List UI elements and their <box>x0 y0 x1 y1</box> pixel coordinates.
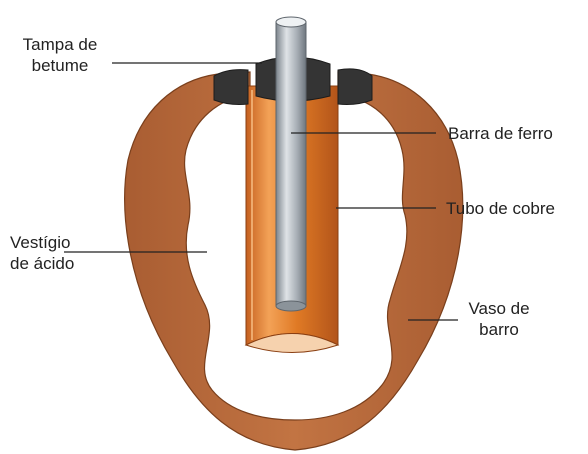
label-vaso-de-barro: Vaso de barro <box>462 298 536 340</box>
bitumen-stopper-left <box>214 70 248 105</box>
label-vaso-line2: barro <box>462 319 536 340</box>
bitumen-stopper-right <box>338 69 372 105</box>
label-vestigio-line2: de ácido <box>10 253 74 274</box>
label-vestigio-line1: Vestígio <box>10 232 74 253</box>
label-tampa-line1: Tampa de <box>6 34 114 55</box>
label-tubo-de-cobre: Tubo de cobre <box>446 198 555 219</box>
iron-rod <box>276 17 306 311</box>
label-tampa-de-betume: Tampa de betume <box>6 34 114 76</box>
iron-rod-bottom <box>276 301 306 311</box>
label-vaso-line1: Vaso de <box>462 298 536 319</box>
label-tampa-line2: betume <box>6 55 114 76</box>
iron-rod-top <box>276 17 306 27</box>
iron-rod-body <box>276 22 306 306</box>
label-vestigio-de-acido: Vestígio de ácido <box>10 232 74 274</box>
label-barra-de-ferro: Barra de ferro <box>448 123 553 144</box>
